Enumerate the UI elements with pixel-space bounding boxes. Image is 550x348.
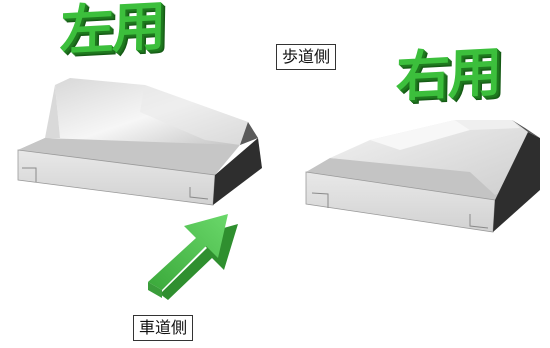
right-curb-block xyxy=(305,120,540,233)
sidewalk-side-label: 歩道側 xyxy=(276,44,337,70)
road-side-label: 車道側 xyxy=(133,315,194,341)
direction-arrow xyxy=(148,214,238,300)
left-use-label: 左用 xyxy=(59,0,165,63)
left-curb-block xyxy=(17,78,262,206)
right-use-label: 右用 xyxy=(395,40,501,109)
